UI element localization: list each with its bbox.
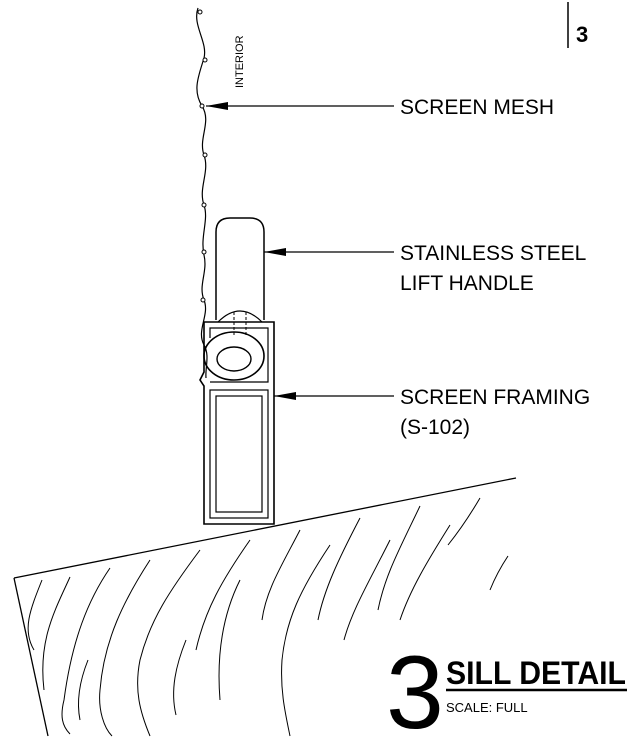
detail-number: 3 [386, 635, 444, 740]
mesh-strand-dots [197, 9, 208, 303]
handle-arrowhead [264, 248, 286, 256]
detail-title: SILL DETAIL [446, 655, 626, 691]
handle-fastener [217, 310, 263, 323]
scale-note: SCALE: FULL [446, 700, 528, 715]
sheet-number: 3 [576, 22, 588, 47]
handle-label-line1: STAINLESS STEEL [400, 242, 586, 265]
framing-arrowhead [274, 392, 296, 400]
wood-sill [13, 477, 517, 737]
handle-label-line2: LIFT HANDLE [400, 272, 534, 295]
framing-label-line1: SCREEN FRAMING [400, 386, 590, 409]
screen-mesh-label: SCREEN MESH [400, 96, 554, 119]
framing-label-line2: (S-102) [400, 416, 470, 439]
screen-mesh-arrowhead [206, 102, 228, 110]
lift-handle [215, 217, 265, 320]
screen-framing-extrusion [199, 321, 275, 525]
interior-label: INTERIOR [234, 35, 246, 88]
